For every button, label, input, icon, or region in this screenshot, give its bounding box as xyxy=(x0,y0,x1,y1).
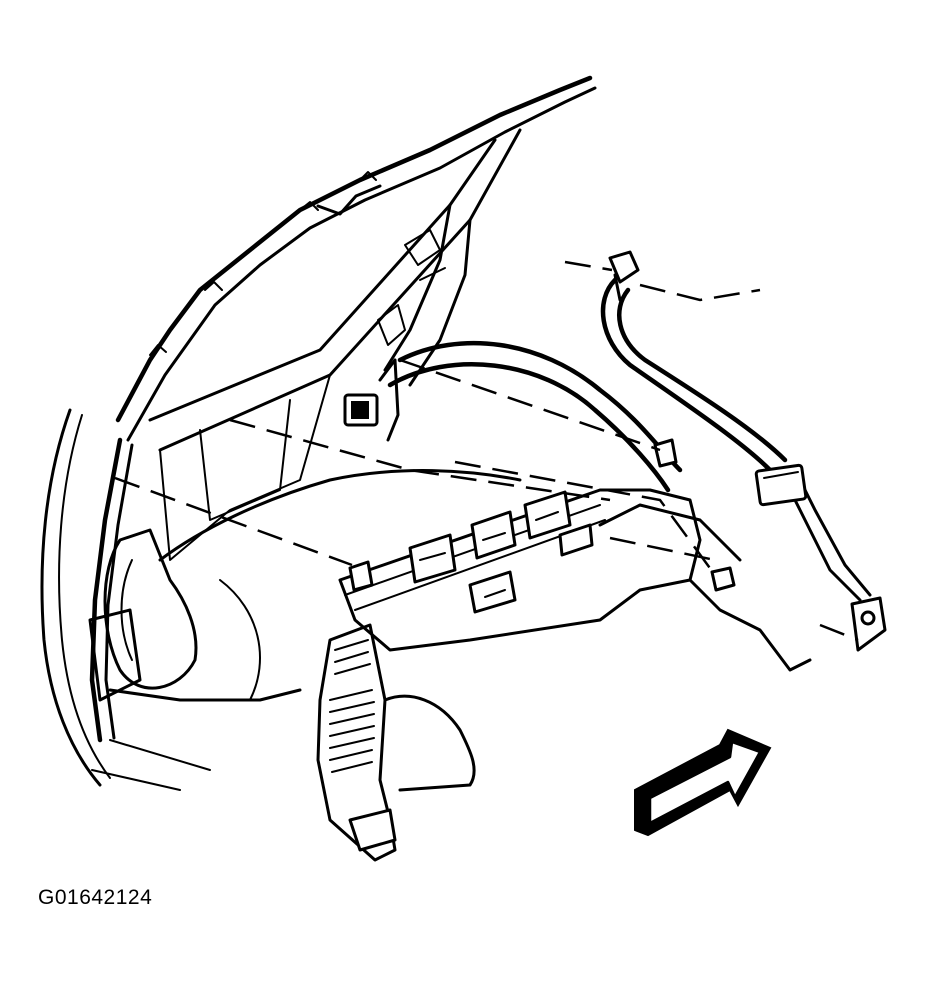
lower-retractor-pocket xyxy=(88,528,198,702)
lower-kick-panel xyxy=(316,623,397,862)
upper-guide-bracket xyxy=(343,358,400,442)
belt-guide xyxy=(754,463,808,507)
rear-wheelhouse-arch xyxy=(383,578,812,792)
c-pillar-trim xyxy=(377,203,472,387)
figure-code: G01642124 xyxy=(38,886,153,909)
quarter-trim-panel xyxy=(338,488,742,652)
quarter-window-frame xyxy=(148,128,522,561)
alignment-lines xyxy=(114,260,859,642)
door-opening xyxy=(40,408,134,787)
retainer-clips xyxy=(348,438,736,592)
upper-anchor-d-ring xyxy=(608,250,640,302)
forward-arrow-icon xyxy=(634,728,772,837)
floor-anchor xyxy=(850,596,887,652)
seat-belt-webbing xyxy=(387,277,872,602)
roof-rail xyxy=(115,75,597,442)
floor-wheelhouse xyxy=(91,469,522,791)
